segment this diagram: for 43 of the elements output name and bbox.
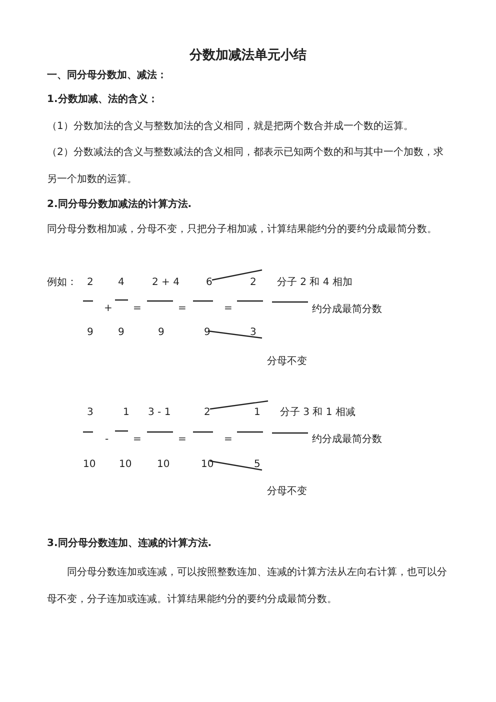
annotation: 分子 3 和 1 相减 [280, 406, 356, 420]
paragraph: （1）分数加法的含义与整数加法的含义相同，就是把两个数合并成一个数的运算。 [47, 120, 414, 134]
denominator: 10 [119, 458, 132, 472]
operator: = [178, 433, 186, 447]
numerator: 4 [118, 276, 124, 290]
operator: = [133, 433, 142, 447]
section-heading: 一、同分母分数加、减法： [47, 69, 167, 83]
operator: = [224, 433, 232, 447]
annotation: 约分成最简分数 [312, 303, 382, 317]
denominator: 9 [87, 326, 94, 340]
annotation: 分子 2 和 4 相加 [277, 276, 352, 290]
denominator: 10 [201, 458, 214, 472]
paragraph: 同分母分数相加减，分母不变，只把分子相加减，计算结果能约分的要约分成最简分数。 [47, 223, 437, 237]
denominator: 10 [83, 458, 96, 472]
annotation: 约分成最简分数 [312, 433, 382, 447]
numerator: 2 [250, 276, 256, 290]
operator: = [133, 302, 142, 316]
operator: = [178, 302, 186, 316]
numerator: 3 [87, 406, 94, 420]
operator: - [105, 433, 109, 447]
numerator: 2 [204, 406, 210, 420]
annotation: 分母不变 [267, 355, 307, 369]
numerator: 3 - 1 [148, 406, 171, 420]
page-title: 分数加减法单元小结 [188, 47, 308, 64]
example-label: 例如： [47, 276, 77, 290]
numerator: 2 [87, 276, 94, 290]
numerator: 1 [254, 406, 260, 420]
numerator: 1 [123, 406, 130, 420]
operator: + [104, 302, 112, 316]
numerator: 2 + 4 [152, 276, 180, 290]
denominator: 5 [254, 458, 260, 472]
denominator: 10 [157, 458, 170, 472]
denominator: 9 [158, 326, 164, 340]
paragraph: 同分母分数连加或连减，可以按照整数连加、连减的计算方法从左向右计算，也可以分母不变，分子连加或连减。计算结果能约分的要约分成最简分数。 [47, 566, 448, 607]
operator: = [224, 302, 232, 316]
annotation: 分母不变 [267, 485, 307, 499]
denominator: 3 [250, 326, 256, 340]
subsection-heading: 2.同分母分数加减法的计算方法. [47, 198, 192, 212]
subsection-heading: 1.分数加减、法的含义： [47, 93, 158, 107]
paragraph: （2）分数减法的含义与整数减法的含义相同，都表示已知两个数的和与其中一个加数，求另一个加数的运算。 [47, 146, 444, 187]
subsection-heading: 3.同分母分数连加、连减的计算方法. [47, 537, 212, 551]
numerator: 6 [206, 276, 212, 290]
denominator: 9 [118, 326, 124, 340]
